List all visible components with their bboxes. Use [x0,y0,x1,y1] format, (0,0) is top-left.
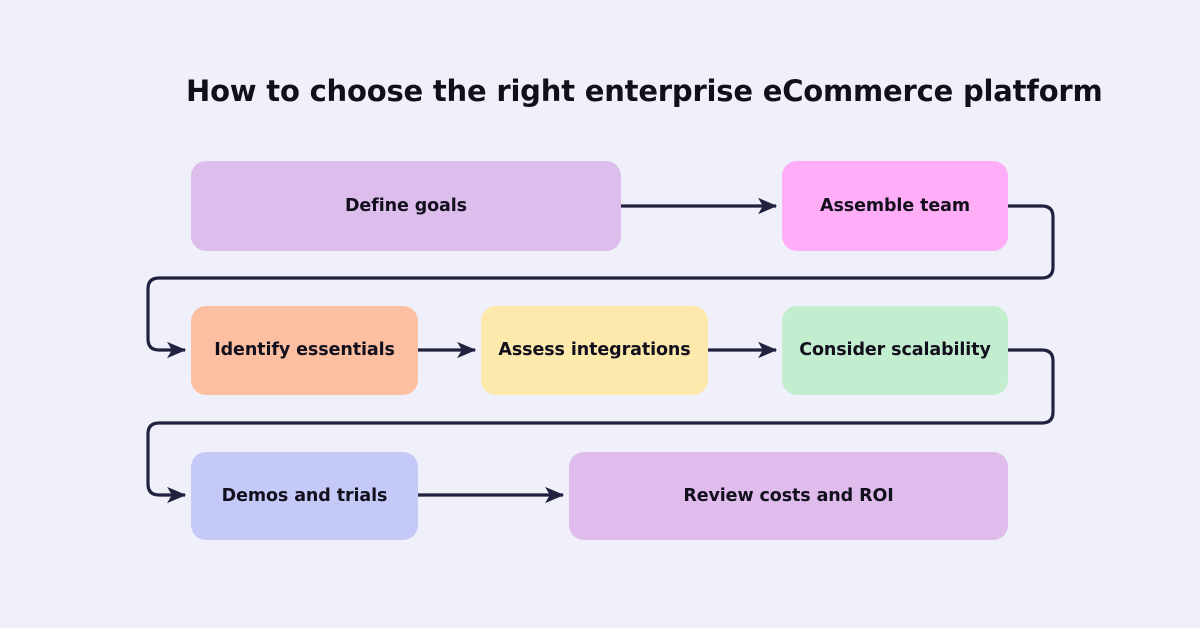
node-identify-essentials[interactable]: Identify essentials [191,306,418,395]
node-label: Identify essentials [214,340,395,361]
page-title: How to choose the right enterprise eComm… [186,74,1103,108]
node-define-goals[interactable]: Define goals [191,161,621,251]
node-label: Assess integrations [498,340,691,361]
node-label: Define goals [344,195,467,216]
node-demos-and-trials[interactable]: Demos and trials [191,452,418,540]
node-label: Consider scalability [799,340,991,361]
node-review-costs-and-roi[interactable]: Review costs and ROI [569,452,1008,540]
node-assemble-team[interactable]: Assemble team [782,161,1008,251]
node-label: Assemble team [820,195,970,216]
node-label: Review costs and ROI [683,485,894,506]
node-assess-integrations[interactable]: Assess integrations [481,306,708,395]
node-label: Demos and trials [221,485,388,506]
node-consider-scalability[interactable]: Consider scalability [782,306,1008,395]
